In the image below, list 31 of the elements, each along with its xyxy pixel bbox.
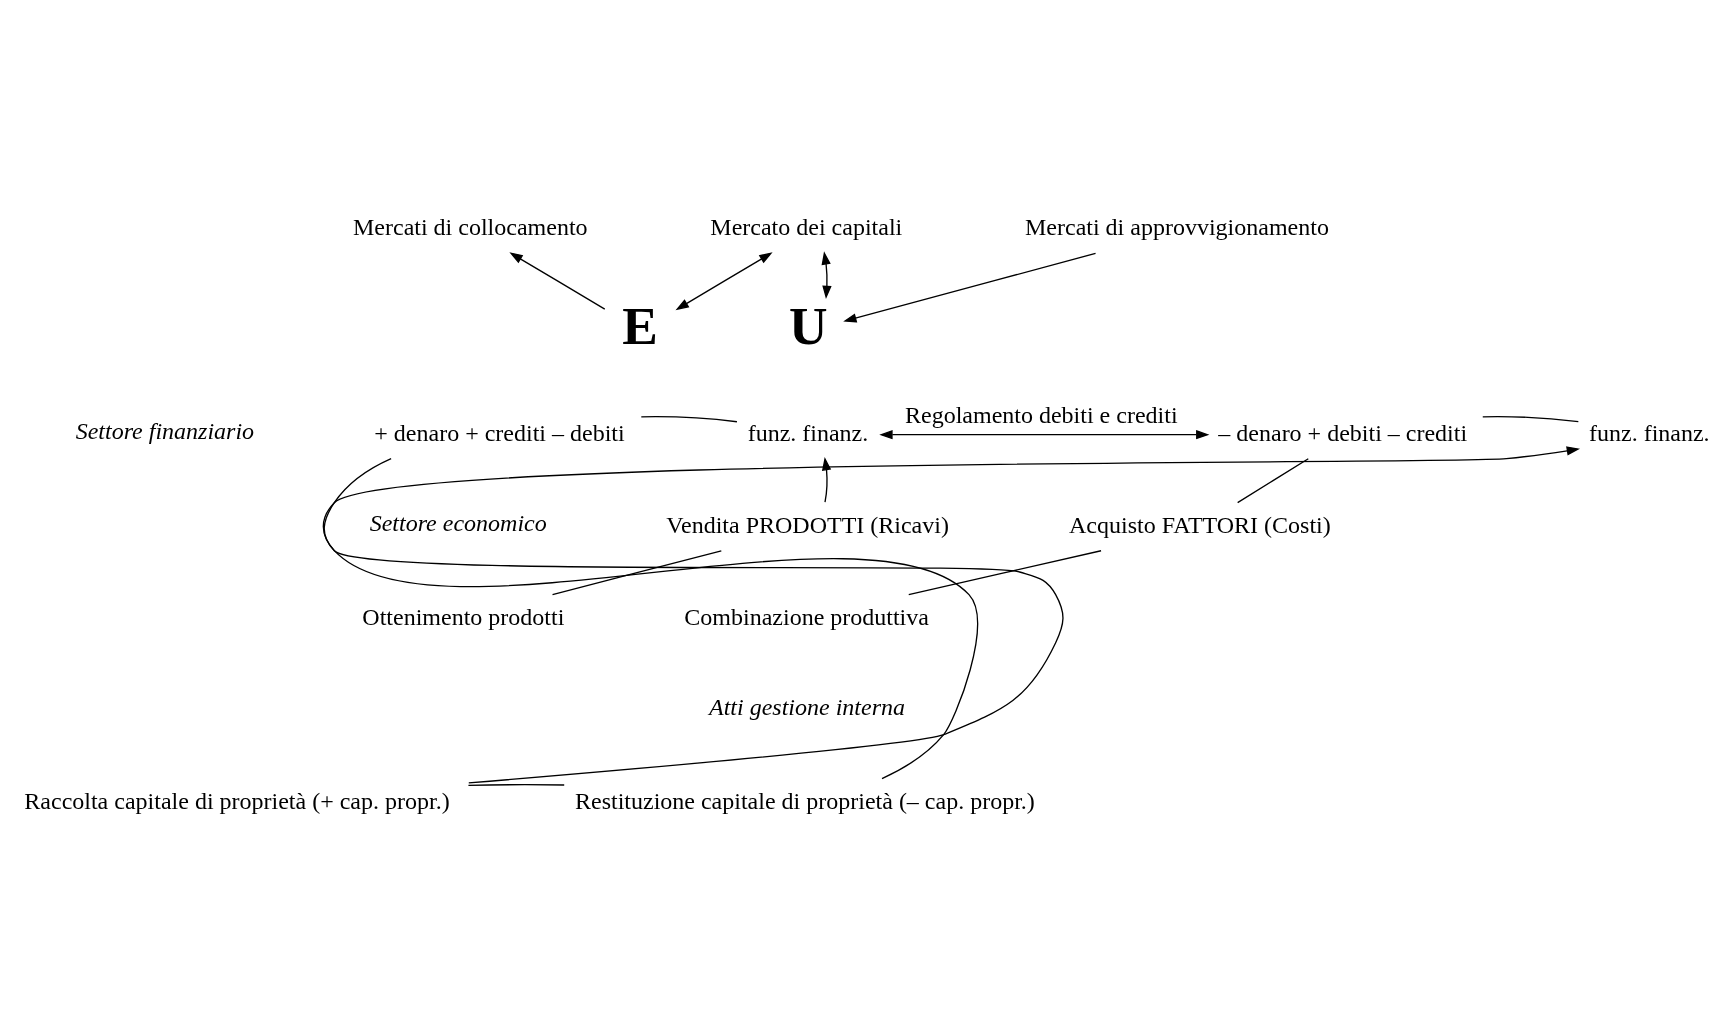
node-text: Raccolta capitale di proprietà (+ cap. propr.) [24, 787, 450, 814]
label: Atti gestione interna [709, 693, 905, 720]
arrow [675, 251, 773, 310]
arrow [509, 251, 606, 310]
node-text: – denaro + debiti – crediti [1218, 419, 1468, 446]
connector [551, 549, 722, 595]
node-text: Mercati di collocamento [353, 213, 588, 240]
node-text: Ottenimento prodotti [362, 603, 565, 630]
node-text: U [789, 295, 828, 356]
node-text: + denaro + crediti – debiti [374, 419, 625, 446]
node-text: funz. finanz. [747, 419, 869, 446]
connector [1236, 457, 1309, 503]
label: Settore finanziario [75, 417, 255, 444]
edge-label: Regolamento debiti e crediti [905, 401, 1178, 428]
node-text: Restituzione capitale di proprietà (– cap. propr.) [575, 787, 1035, 814]
node-text: Mercato dei capitali [710, 213, 903, 240]
arrow [879, 429, 1210, 439]
node-text: Vendita PRODOTTI (Ricavi) [666, 511, 949, 538]
arrow [322, 445, 1580, 779]
node-text: E [622, 295, 658, 356]
label: Settore economico [369, 509, 547, 536]
node-text: Acquisto FATTORI (Costi) [1069, 511, 1331, 538]
connector [467, 783, 565, 786]
connector [640, 415, 738, 422]
connector [908, 549, 1102, 595]
node-text: funz. finanz. [1589, 419, 1710, 446]
node-text: Combinazione produttiva [684, 603, 929, 630]
connector [1482, 415, 1579, 422]
node-text: Mercati di approvvigionamento [1025, 213, 1329, 240]
arrow [821, 250, 832, 299]
arrow [843, 252, 1097, 322]
